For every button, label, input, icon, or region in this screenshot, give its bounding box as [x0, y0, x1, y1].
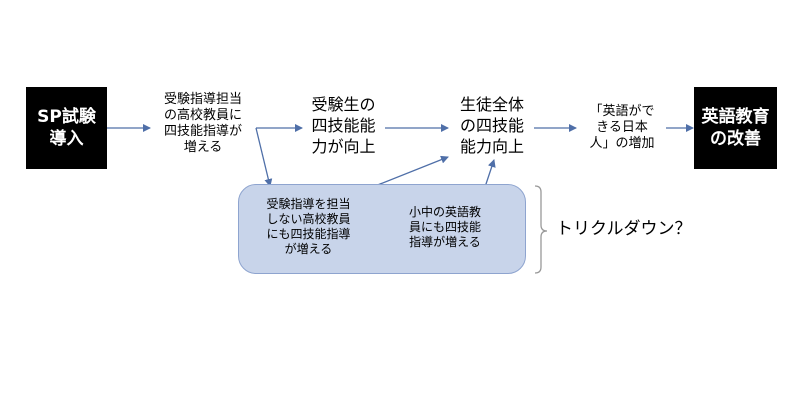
elem-line-3: 指導が増える: [409, 235, 481, 249]
improve-line-1: 英語教育: [701, 107, 770, 127]
japanese-line-2: きる日本: [596, 120, 648, 135]
students-line-1: 受験生の: [311, 95, 376, 114]
elem-line-1: 小中の英語教: [408, 205, 481, 219]
students-line-3: 力が向上: [311, 137, 376, 156]
teachers-line-2: の高校教員に: [163, 108, 242, 123]
sp-exam-box: SP試験 導入: [26, 87, 107, 169]
others-line-2: しない高校教員: [266, 212, 351, 226]
exam-students-node: 受験生の 四技能能 力が向上: [302, 94, 385, 157]
education-improvement-box: 英語教育 の改善: [694, 87, 777, 169]
improve-line-2: の改善: [710, 129, 761, 149]
trickle-brace: [534, 185, 548, 274]
others-line-4: が増える: [284, 242, 333, 256]
all-students-node: 生徒全体 の四技能 能力向上: [450, 94, 534, 157]
sp-line-2: 導入: [49, 129, 84, 149]
exam-teachers-node: 受験指導担当 の高校教員に 四技能指導が 増える: [150, 92, 256, 156]
japanese-line-3: 人」の増加: [589, 136, 655, 151]
japanese-line-1: 「英語がで: [589, 104, 655, 119]
teachers-line-1: 受験指導担当: [163, 92, 242, 107]
all-students-line-1: 生徒全体: [459, 95, 524, 114]
arrow-teachers-to-others: [255, 127, 273, 187]
trickle-down-label: トリクルダウン？: [556, 219, 692, 239]
teachers-line-4: 増える: [183, 140, 223, 155]
elem-line-2: 員にも四技能: [408, 220, 481, 234]
others-line-3: にも四技能指導: [266, 227, 351, 241]
elementary-teachers-node: 小中の英語教 員にも四技能 指導が増える: [395, 205, 495, 250]
all-students-line-2: の四技能: [459, 116, 524, 135]
sp-line-1: SP試験: [37, 107, 96, 127]
other-teachers-node: 受験指導を担当 しない高校教員 にも四技能指導 が増える: [252, 197, 365, 257]
english-capable-japanese-node: 「英語がで きる日本 人」の増加: [578, 104, 666, 152]
trickle-down-box: [238, 184, 526, 274]
all-students-line-3: 能力向上: [459, 137, 524, 156]
others-line-1: 受験指導を担当: [266, 197, 351, 211]
teachers-line-3: 四技能指導が: [163, 124, 242, 139]
students-line-2: 四技能能: [311, 116, 376, 135]
